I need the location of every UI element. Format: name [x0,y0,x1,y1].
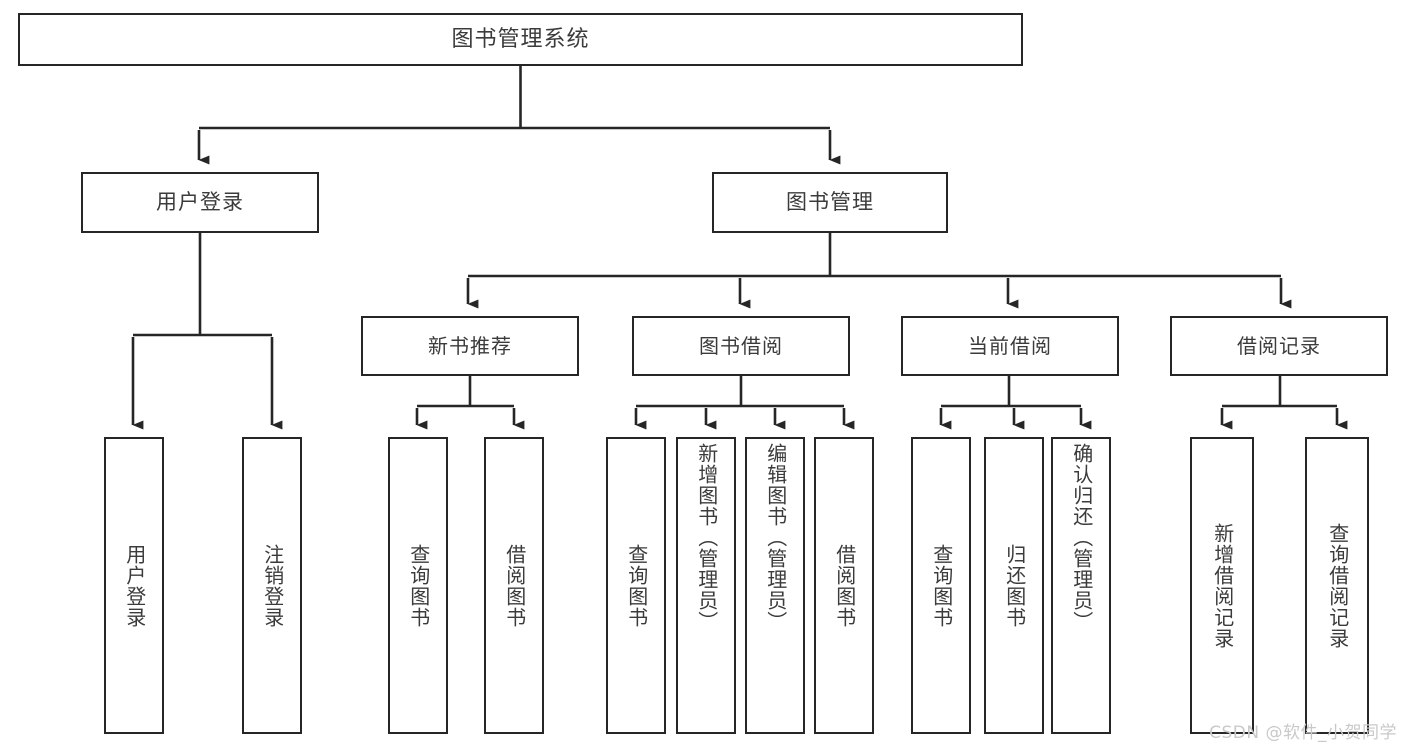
node-leaf-logout[interactable]: 注销登录 [242,437,302,734]
node-leaf-add-book-label: 新增图书（管理员） [694,443,719,632]
node-leaf-confirm-return-label: 确认归还（管理员） [1069,443,1094,632]
node-current-borrow-label: 当前借阅 [968,334,1052,358]
node-leaf-add-record-label: 新增借阅记录 [1210,522,1235,649]
node-leaf-edit-book-label: 编辑图书（管理员） [763,443,788,632]
node-current-borrow[interactable]: 当前借阅 [901,316,1119,376]
node-user-login[interactable]: 用户登录 [81,172,319,233]
node-leaf-borrow-book-2[interactable]: 借阅图书 [814,437,874,734]
node-root-label: 图书管理系统 [451,26,590,52]
node-leaf-query-book-2[interactable]: 查询图书 [606,437,666,734]
node-book-borrow-label: 图书借阅 [699,334,783,358]
node-leaf-user-login[interactable]: 用户登录 [104,437,164,734]
node-leaf-query-record-label: 查询借阅记录 [1325,522,1350,649]
node-leaf-query-book-1-label: 查询图书 [406,543,431,628]
node-leaf-query-book-1[interactable]: 查询图书 [388,437,448,734]
node-book-manage-label: 图书管理 [786,190,874,214]
node-leaf-add-record[interactable]: 新增借阅记录 [1190,437,1254,734]
node-book-manage[interactable]: 图书管理 [712,172,948,233]
node-leaf-return-book[interactable]: 归还图书 [984,437,1044,734]
node-leaf-user-login-label: 用户登录 [122,543,147,628]
node-leaf-borrow-book-1-label: 借阅图书 [502,543,527,628]
node-leaf-borrow-book-2-label: 借阅图书 [832,543,857,628]
node-new-book-rec-label: 新书推荐 [428,334,512,358]
node-new-book-rec[interactable]: 新书推荐 [361,316,579,376]
node-root[interactable]: 图书管理系统 [18,13,1023,66]
node-leaf-confirm-return[interactable]: 确认归还（管理员） [1051,437,1111,734]
node-leaf-return-book-label: 归还图书 [1002,543,1027,628]
node-leaf-query-book-3-label: 查询图书 [929,543,954,628]
node-leaf-edit-book[interactable]: 编辑图书（管理员） [745,437,805,734]
node-leaf-query-book-3[interactable]: 查询图书 [911,437,971,734]
node-book-borrow[interactable]: 图书借阅 [632,316,850,376]
node-borrow-record[interactable]: 借阅记录 [1170,316,1388,376]
node-leaf-query-book-2-label: 查询图书 [624,543,649,628]
node-borrow-record-label: 借阅记录 [1237,334,1321,358]
node-user-login-label: 用户登录 [156,190,244,214]
node-leaf-borrow-book-1[interactable]: 借阅图书 [484,437,544,734]
node-leaf-add-book[interactable]: 新增图书（管理员） [676,437,736,734]
node-leaf-query-record[interactable]: 查询借阅记录 [1305,437,1369,734]
node-leaf-logout-label: 注销登录 [260,543,285,628]
